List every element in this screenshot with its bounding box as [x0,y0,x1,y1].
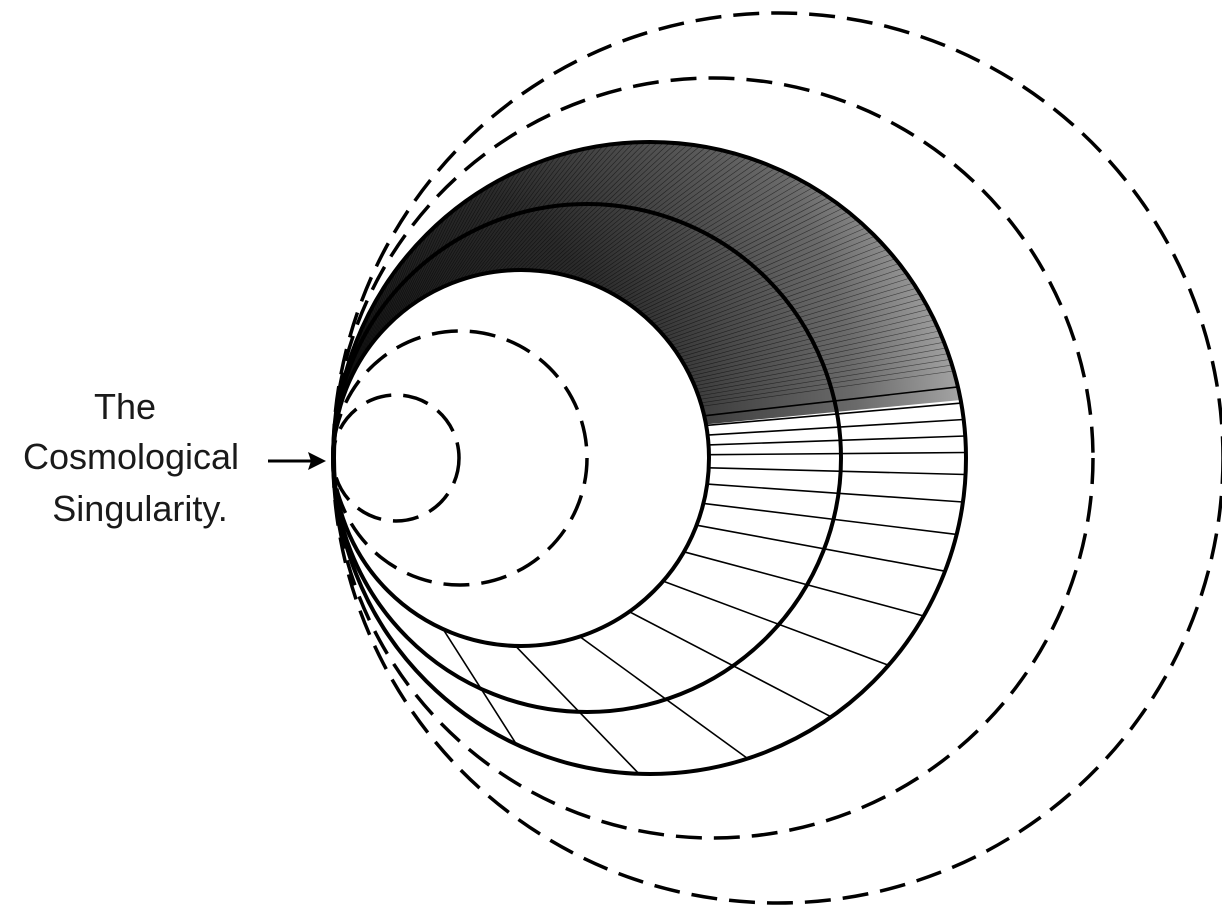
radial-grid-lines [443,387,966,774]
radial-grid-line [580,637,748,759]
dashed-circle-largest [333,13,1222,903]
radial-grid-line [697,525,945,571]
arrow-icon [268,452,326,470]
singularity-label-line-2: Cosmological [23,436,239,477]
radial-grid-line [709,468,966,475]
radial-grid-line [663,581,888,665]
radial-grid-line [684,552,924,616]
singularity-label-line-3: Singularity. [52,488,227,529]
singularity-label-line-1: The [94,386,156,427]
radial-grid-line [709,436,966,445]
radial-grid-line [707,484,963,502]
radial-grid-line [709,453,966,455]
